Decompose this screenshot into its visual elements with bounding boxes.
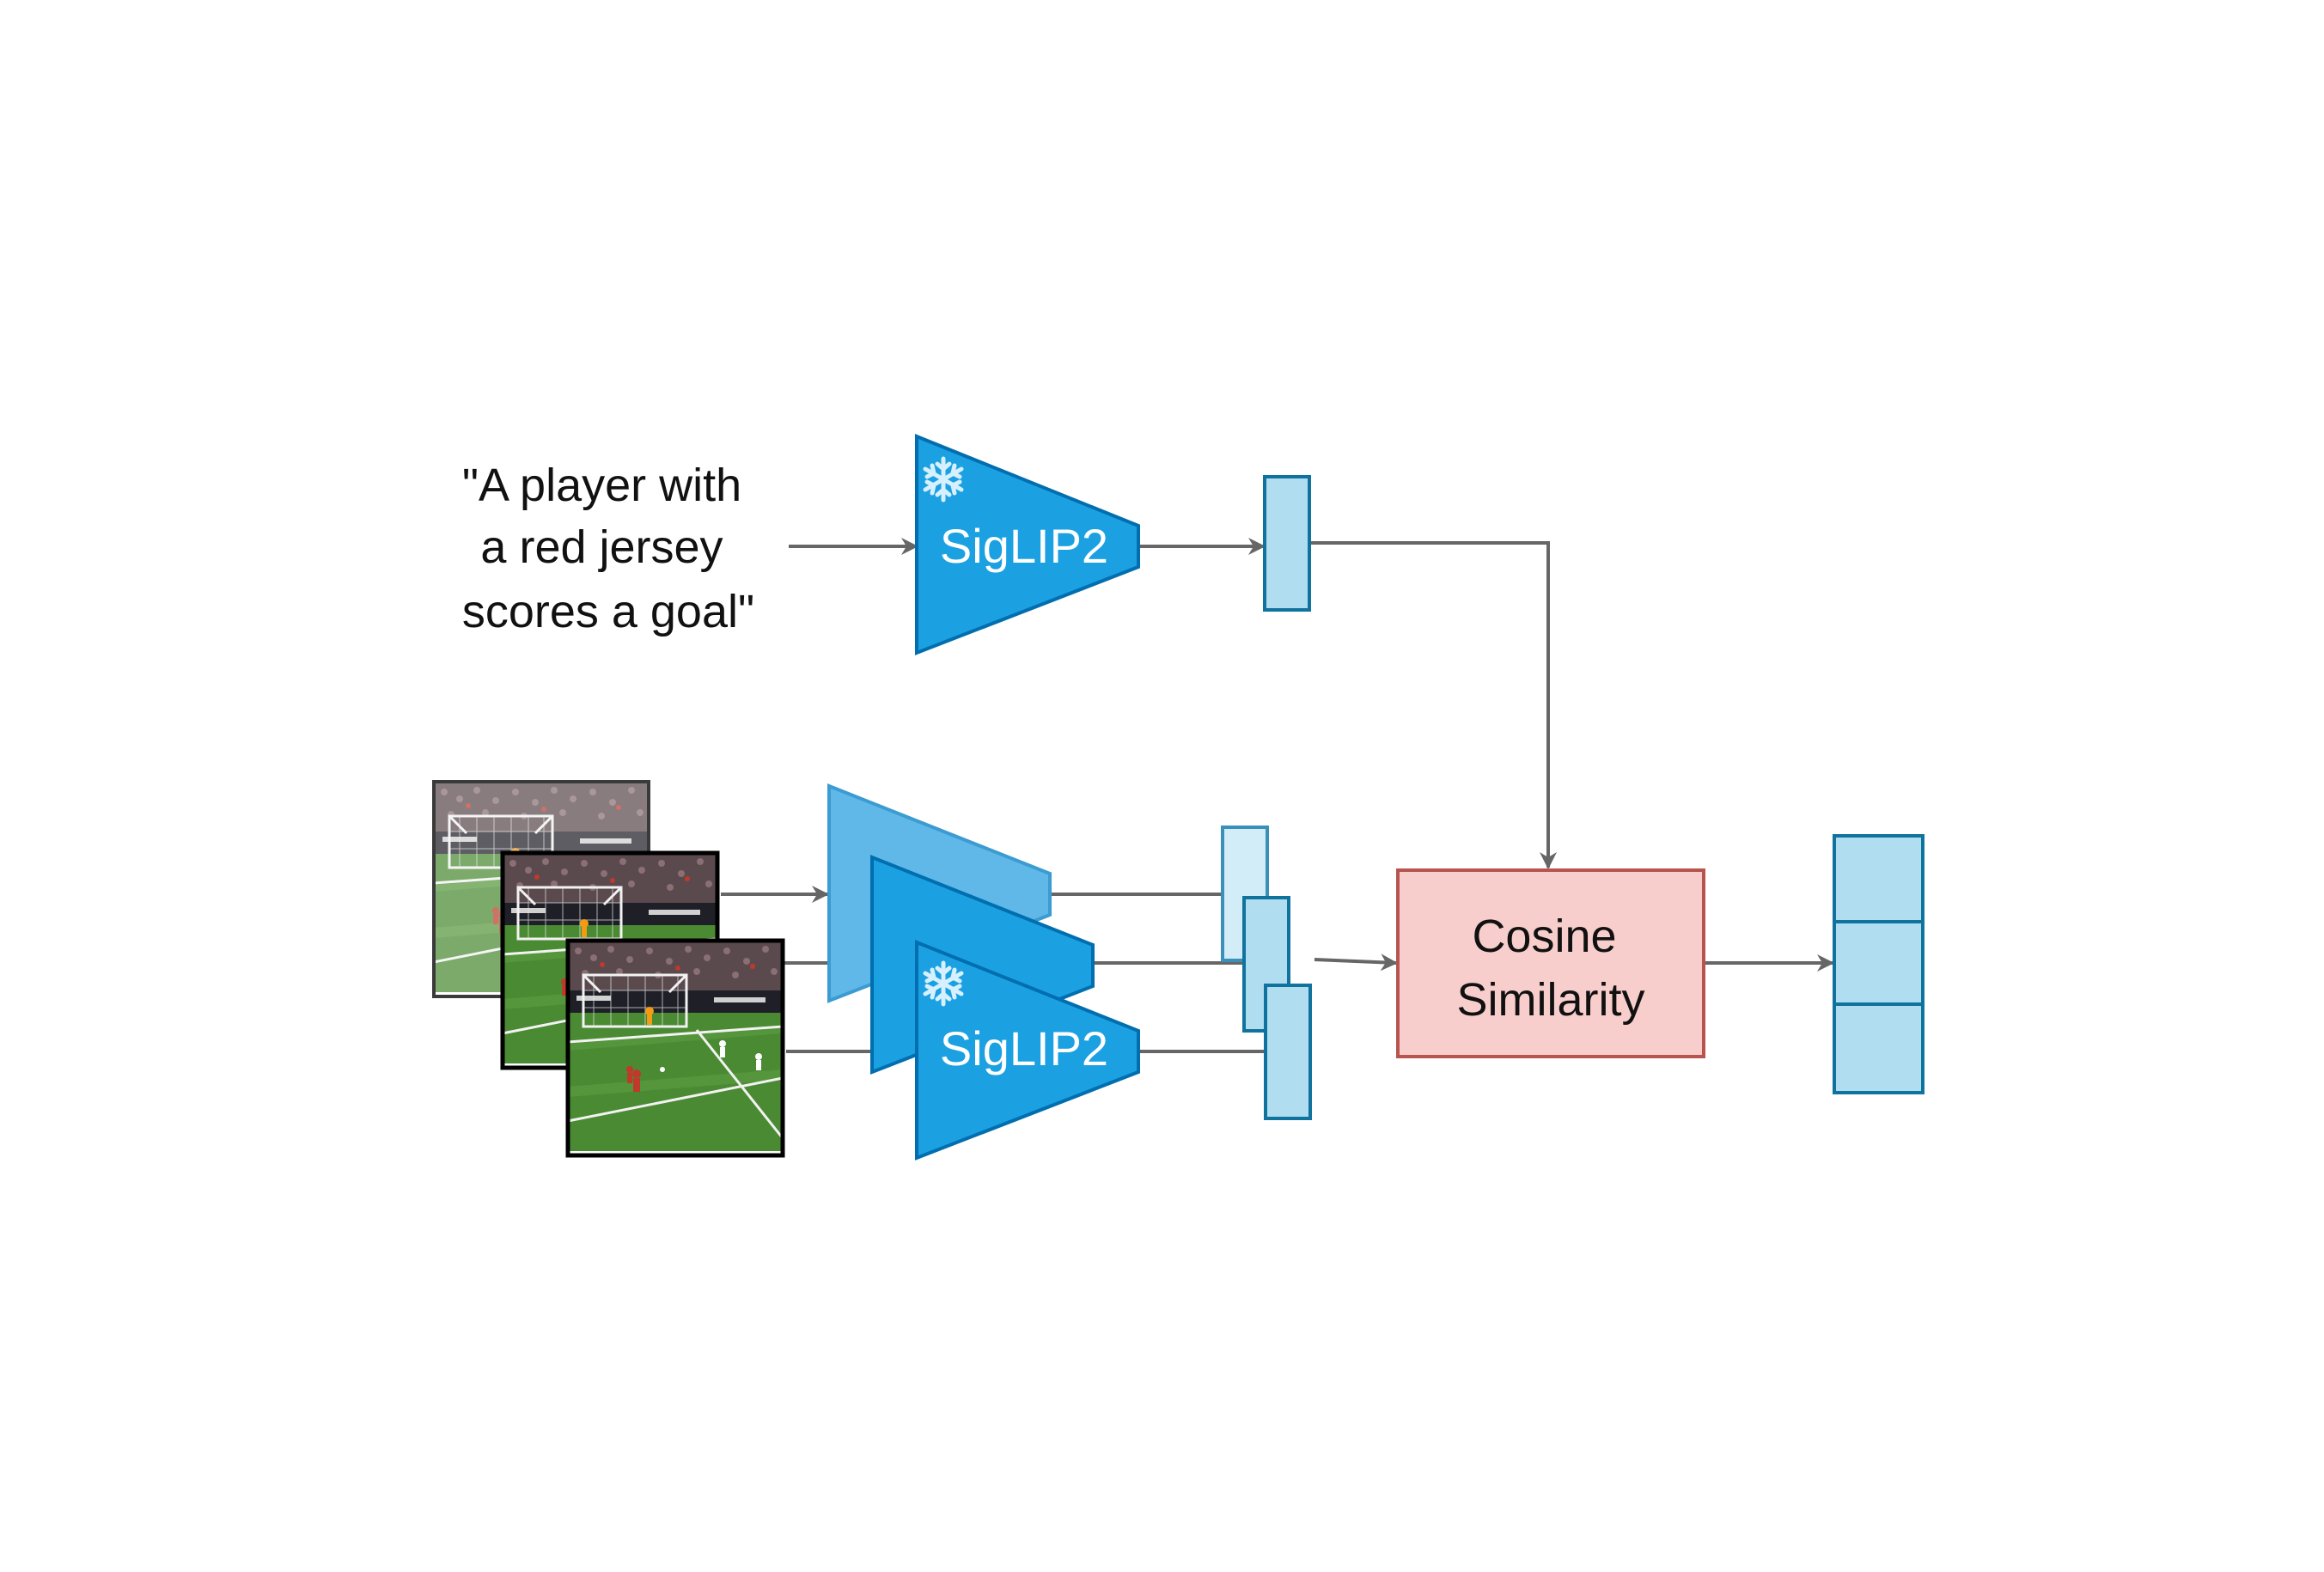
cosine-similarity-block: Cosine Similarity (1396, 868, 1705, 1058)
text-encoder-shape (915, 434, 1140, 655)
cosine-similarity-line-2: Similarity (1456, 974, 1644, 1026)
video-frame-3 (565, 938, 785, 1158)
query-line-2: a red jersey (480, 521, 723, 573)
image-embeddings (1221, 826, 1312, 1120)
query-text: "A player with a red jersey scores a goa… (462, 460, 754, 637)
score-cell-1 (1833, 834, 1924, 923)
cosine-similarity-label: Cosine Similarity (1456, 911, 1644, 1026)
score-cell-3 (1833, 1002, 1924, 1094)
arrow-image-embeddings-to-similarity (1314, 954, 1398, 972)
arrow-text-embedding-to-similarity (1310, 541, 1557, 869)
query-line-1: "A player with (462, 460, 741, 511)
image-encoder-front (915, 940, 1140, 1161)
text-encoder-label: SigLIP2 (940, 519, 1108, 573)
image-encoder-label: SigLIP2 (940, 1021, 1108, 1075)
cosine-similarity-box (1396, 868, 1705, 1058)
image-encoder-stack: SigLIP2 (827, 783, 1140, 1161)
cosine-similarity-line-1: Cosine (1472, 911, 1616, 962)
image-embedding-3 (1264, 984, 1312, 1120)
connection-arrows (721, 538, 1834, 1060)
query-line-3: scores a goal" (462, 586, 754, 637)
text-embedding (1263, 475, 1311, 612)
video-frames (432, 780, 785, 1158)
text-encoder: SigLIP2 (915, 434, 1140, 655)
output-scores (1833, 834, 1924, 1094)
score-cell-2 (1833, 920, 1924, 1006)
